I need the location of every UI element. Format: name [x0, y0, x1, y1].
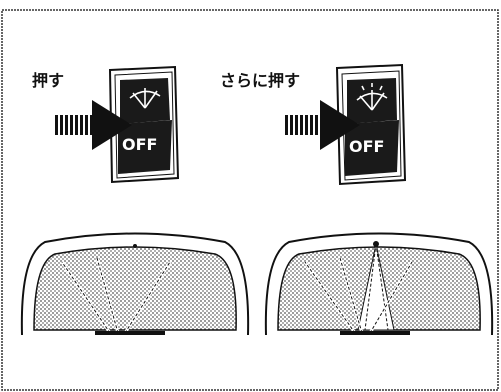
wiper-symbol-icon — [129, 88, 161, 109]
diagram-border — [1, 9, 499, 391]
washer-symbol-icon — [356, 83, 388, 111]
caption-push-again: さらに押す — [220, 71, 301, 90]
switch-off-label: OFF — [349, 137, 384, 156]
caption-push: 押す — [32, 71, 65, 90]
windshield-left — [20, 232, 250, 336]
wiper-switch-left: OFF — [108, 65, 180, 184]
push-arrow-left — [55, 100, 132, 150]
windshield-right — [264, 232, 494, 336]
wiper-switch-right: OFF — [335, 63, 407, 186]
push-arrow-right — [283, 100, 360, 150]
switch-off-label: OFF — [122, 135, 157, 154]
